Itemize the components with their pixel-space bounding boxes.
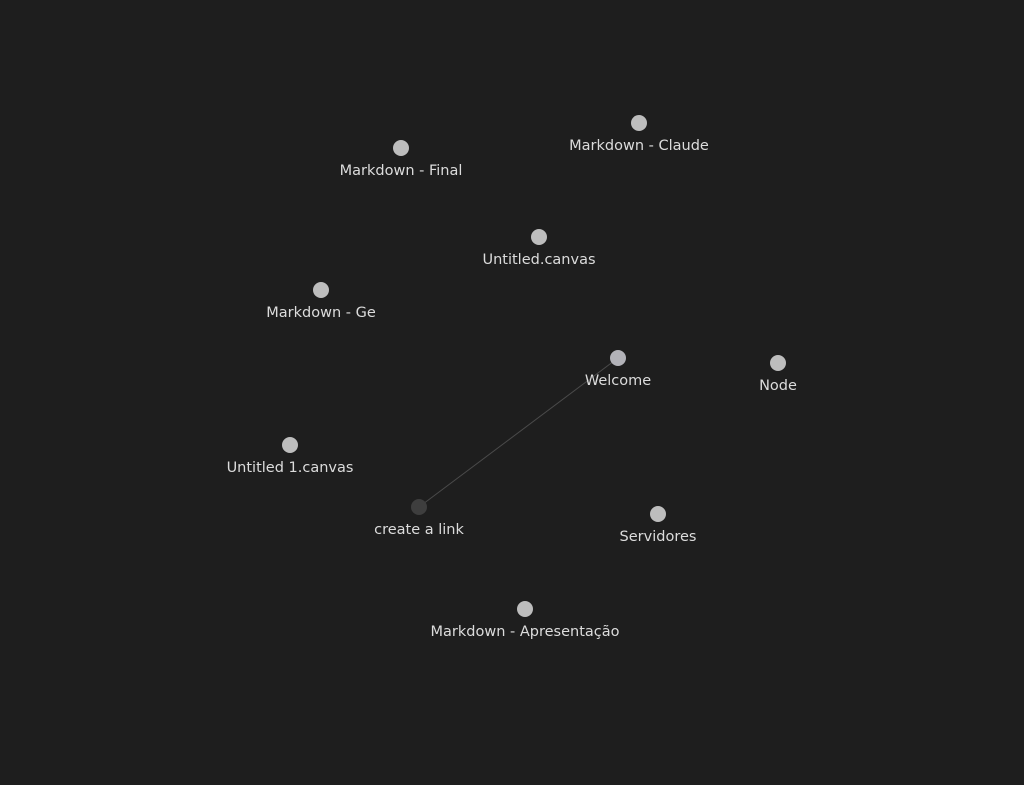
node-dot[interactable] [770,355,786,371]
node-dot[interactable] [631,115,647,131]
node-label: Untitled 1.canvas [226,460,354,476]
node-dot[interactable] [531,229,547,245]
node-dot[interactable] [517,601,533,617]
node-label: Markdown - Final [339,163,463,179]
node-label: Servidores [619,529,697,545]
node-dot[interactable] [610,350,626,366]
node-dot[interactable] [650,506,666,522]
node-label: create a link [374,522,464,538]
node-dot[interactable] [282,437,298,453]
node-label: Markdown - Claude [569,138,709,154]
node-dot[interactable] [313,282,329,298]
node-label: Node [759,378,797,394]
node-dot[interactable] [393,140,409,156]
node-label: Markdown - Ge [266,305,376,321]
node-dot[interactable] [411,499,427,515]
node-label: Untitled.canvas [482,252,596,268]
node-label: Welcome [584,373,652,389]
node-label: Markdown - Apresentação [430,624,620,640]
